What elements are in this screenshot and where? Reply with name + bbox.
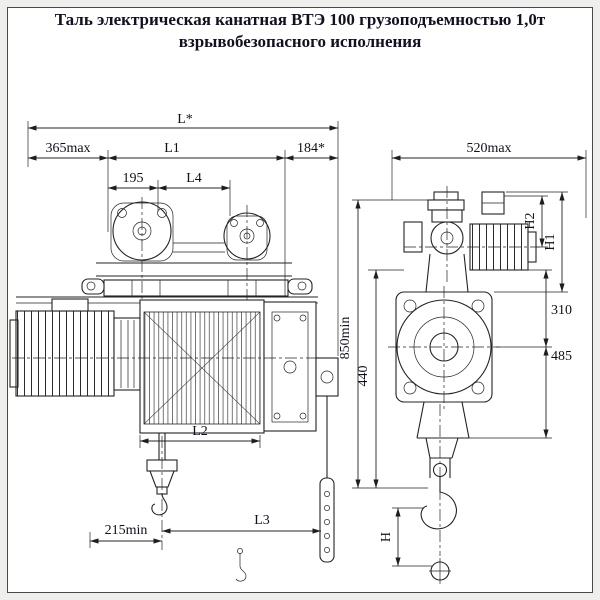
- dim-label-l1: L1: [164, 141, 180, 156]
- front-view-gearbox: [263, 301, 317, 432]
- dim-label-h2: H2: [523, 212, 538, 229]
- drawing-page-border: [7, 7, 593, 593]
- shackle-symbol: [235, 548, 247, 582]
- dim-label-h1: H1: [543, 233, 558, 250]
- dim-label-195: 195: [123, 171, 144, 186]
- section-symbol: [429, 558, 451, 584]
- side-view-hook: [416, 401, 470, 530]
- drawing-title: Таль электрическая канатная ВТЭ 100 груз…: [10, 9, 590, 54]
- dim-label-310: 310: [551, 303, 572, 318]
- front-view-rope-drum: [139, 299, 265, 434]
- dim-label-l2: L2: [192, 424, 208, 439]
- dim-label-520max: 520max: [466, 141, 511, 156]
- side-view-centerlines: [388, 186, 540, 556]
- dim-label-850min: 850min: [338, 317, 353, 360]
- title-line-2: взрывобезопасного исполнения: [178, 32, 422, 52]
- front-view-dimensions: L* 365max L1 184* 195 L4 L2 215min L3: [27, 112, 339, 548]
- dim-label-l-star: L*: [177, 112, 193, 127]
- side-view-dimensions: 520max H2 H1 310 485 850min 440 H: [338, 141, 587, 567]
- front-view-trolley: [81, 201, 313, 297]
- dim-label-l4: L4: [186, 171, 202, 186]
- dim-label-h: H: [379, 532, 394, 542]
- dim-label-215min: 215min: [105, 523, 148, 538]
- dim-label-l3: L3: [254, 513, 270, 528]
- front-view-motor: [9, 298, 141, 397]
- title-line-1: Таль электрическая канатная ВТЭ 100 груз…: [54, 10, 546, 29]
- dim-label-440: 440: [356, 366, 371, 387]
- dim-label-365max: 365max: [45, 141, 90, 156]
- dim-label-184: 184*: [297, 141, 325, 156]
- dim-label-485: 485: [551, 349, 572, 364]
- front-view-pendant-control: [315, 357, 339, 563]
- side-view-trolley: [403, 191, 505, 293]
